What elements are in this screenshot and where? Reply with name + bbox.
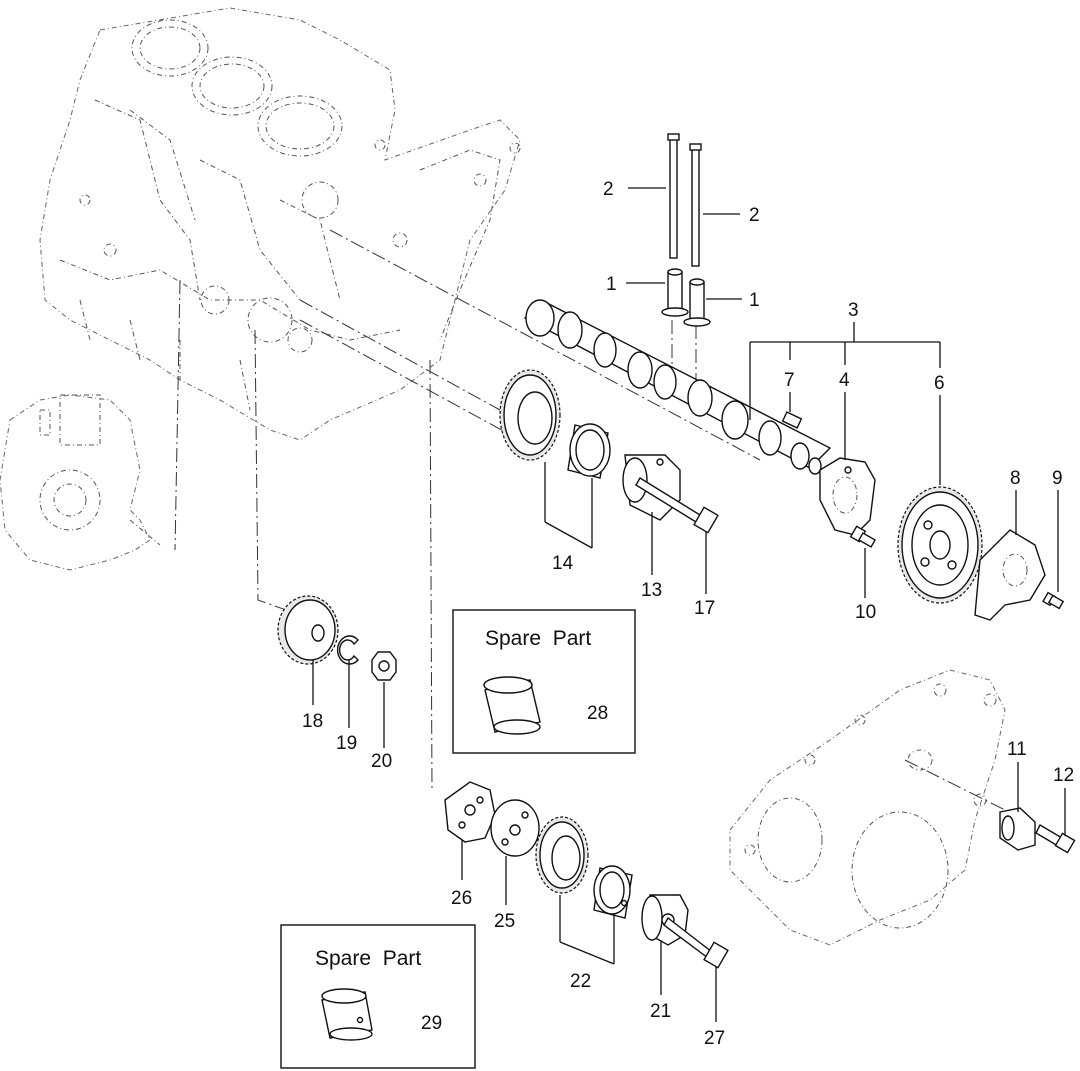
callout-7: 7 bbox=[784, 370, 795, 391]
gear-18 bbox=[277, 595, 339, 665]
thrust-plate bbox=[819, 457, 876, 536]
callout-2: 2 bbox=[749, 205, 760, 226]
spare-part-box-29: Spare Part bbox=[280, 924, 476, 1069]
spare-part-title: Spare Part bbox=[485, 627, 591, 650]
bushing-22 bbox=[593, 865, 633, 919]
callout-13: 13 bbox=[641, 580, 662, 601]
bushing-29 bbox=[321, 988, 373, 1041]
bushing-14 bbox=[567, 423, 611, 479]
idler-gear-22 bbox=[535, 816, 589, 894]
bolt-9 bbox=[1042, 591, 1065, 610]
callout-11: 11 bbox=[1007, 739, 1027, 760]
callout-27: 27 bbox=[704, 1028, 725, 1049]
leader-lines bbox=[312, 187, 1066, 1023]
callout-20: 20 bbox=[371, 751, 392, 772]
nut-20 bbox=[371, 651, 397, 681]
callout-3: 3 bbox=[848, 300, 859, 321]
callout-12: 12 bbox=[1053, 765, 1074, 786]
callout-17: 17 bbox=[694, 598, 715, 619]
callout-10: 10 bbox=[855, 602, 876, 623]
callout-29: 29 bbox=[421, 1013, 442, 1034]
callout-1: 1 bbox=[606, 274, 617, 295]
spare-part-box-28: Spare Part bbox=[452, 609, 636, 754]
callout-21: 21 bbox=[650, 1001, 671, 1022]
bolt-27 bbox=[663, 916, 729, 969]
callout-18: 18 bbox=[302, 711, 323, 732]
washer-19 bbox=[336, 635, 359, 665]
callout-4: 4 bbox=[839, 370, 850, 391]
plate-25 bbox=[490, 799, 540, 857]
callout-8: 8 bbox=[1010, 468, 1021, 489]
callout-6: 6 bbox=[934, 373, 945, 394]
callout-1: 1 bbox=[749, 290, 760, 311]
engine-block bbox=[39, 7, 521, 441]
bolt-10 bbox=[849, 525, 877, 548]
pushrods bbox=[667, 133, 702, 267]
sensor-11 bbox=[999, 807, 1036, 851]
spare-part-title: Spare Part bbox=[315, 947, 421, 970]
callout-25: 25 bbox=[494, 911, 515, 932]
camshaft bbox=[523, 299, 832, 475]
bolt-12 bbox=[1035, 824, 1076, 854]
tappets bbox=[661, 268, 711, 327]
callout-22: 22 bbox=[570, 971, 591, 992]
callout-26: 26 bbox=[451, 888, 472, 909]
sensor-plate bbox=[974, 529, 1046, 621]
gasket-26 bbox=[444, 781, 496, 843]
callout-19: 19 bbox=[336, 733, 357, 754]
woodruff-key bbox=[781, 411, 803, 429]
idler-gear-14 bbox=[499, 369, 561, 461]
callout-28: 28 bbox=[587, 703, 608, 724]
callout-9: 9 bbox=[1052, 468, 1063, 489]
callout-14: 14 bbox=[552, 553, 574, 574]
callout-2: 2 bbox=[603, 179, 614, 200]
bolt-17 bbox=[635, 477, 719, 534]
fuel-pump bbox=[0, 394, 161, 571]
callout-labels: 2 2 1 1 3 7 4 6 8 9 10 14 13 17 18 19 20… bbox=[302, 179, 1074, 1049]
bushing-28 bbox=[483, 676, 541, 735]
timing-cover bbox=[729, 669, 1006, 946]
camshaft-gear bbox=[897, 486, 983, 604]
